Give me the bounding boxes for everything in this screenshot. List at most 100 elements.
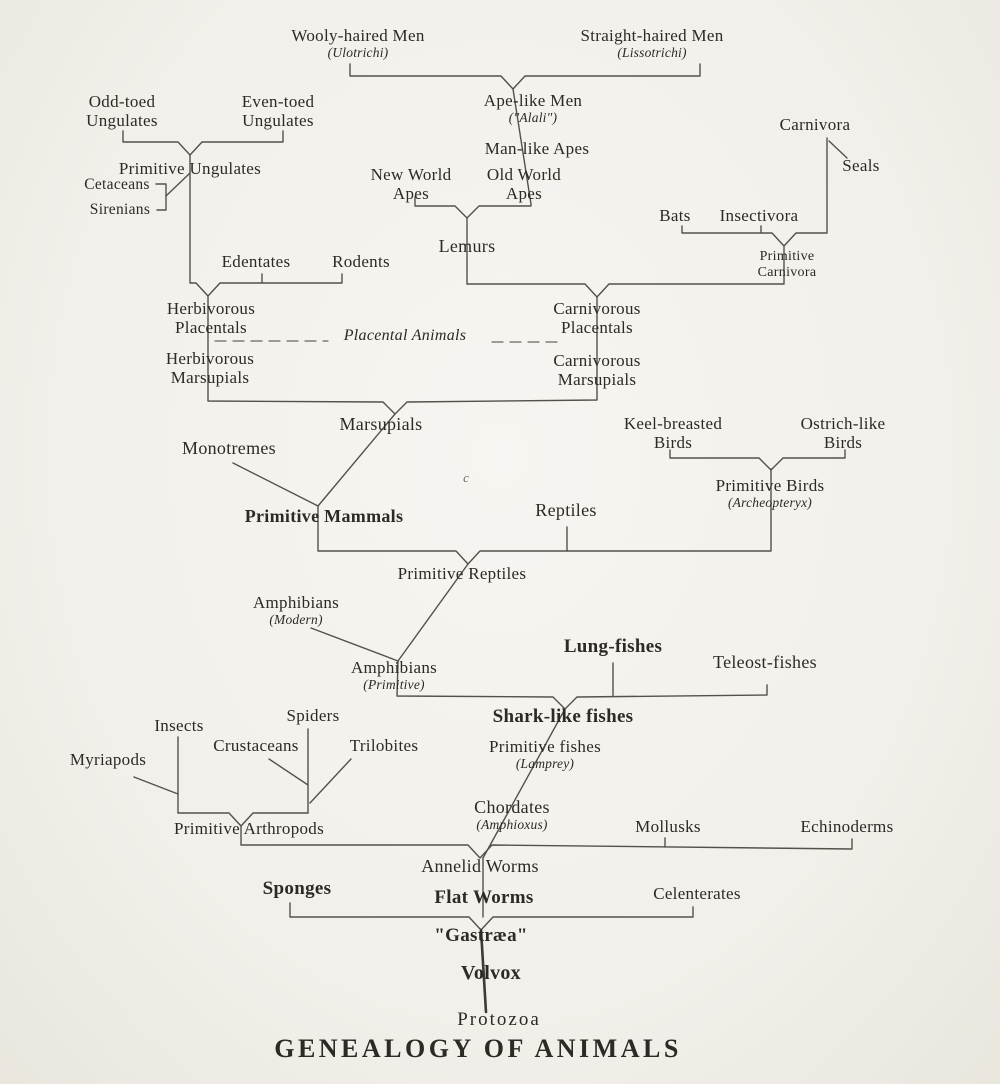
node-keel-breasted-birds-label: Keel-breasted Birds [623, 414, 723, 453]
edge-amphibians-modern-branch [310, 627, 399, 662]
node-amphibians-primitive-label: Amphibians [350, 658, 438, 677]
node-primitive-birds-label: Primitive Birds [715, 476, 825, 495]
edge-fishes-row [396, 660, 768, 710]
node-man-like-apes-label: Man-like Apes [484, 139, 590, 158]
node-insects-label: Insects [154, 716, 204, 735]
node-straight-haired-men-sub: (Lissotrichi) [617, 45, 687, 61]
edge-humans-bracket [349, 63, 701, 90]
edge-cetaceans-branch [165, 172, 191, 197]
node-cetaceans-label: Cetaceans [84, 176, 150, 193]
node-volvox: Volvox [461, 962, 521, 984]
node-straight-haired-men: Straight-haired Men(Lissotrichi) [580, 26, 723, 61]
node-lemurs-label: Lemurs [438, 236, 496, 256]
edge-crustaceans-branch [268, 758, 309, 786]
node-amphibians-modern-label: Amphibians [252, 593, 340, 612]
node-trilobites: Trilobites [350, 736, 419, 755]
edge-root-trunk [479, 928, 488, 1014]
edge-placental-row [466, 246, 785, 298]
node-marsupials-label: Marsupials [339, 414, 423, 434]
node-old-world-apes: Old World Apes [487, 165, 561, 203]
node-chordates: Chordates(Amphioxus) [474, 797, 550, 833]
node-keel-breasted-birds: Keel-breasted Birds [624, 414, 722, 452]
node-trilobites-label: Trilobites [349, 736, 419, 755]
node-even-toed-ungulates: Even-toed Ungulates [242, 92, 315, 130]
edge-monotremes-branch [232, 462, 319, 507]
node-mollusks-label: Mollusks [635, 817, 701, 836]
node-seals: Seals [842, 156, 879, 175]
node-ape-like-men: Ape-like Men("Alali") [484, 91, 583, 126]
node-monotremes-label: Monotremes [182, 438, 276, 458]
node-ape-like-men-label: Ape-like Men [483, 91, 583, 110]
node-cetaceans: Cetaceans [84, 176, 150, 193]
node-flat-worms-label: Flat Worms [434, 887, 534, 908]
node-amphibians-modern-sub: (Modern) [269, 612, 323, 628]
node-myriapods: Myriapods [70, 750, 146, 769]
node-echinoderms: Echinoderms [801, 817, 894, 836]
node-ostrich-like-birds: Ostrich-like Birds [801, 414, 886, 452]
node-primitive-fishes-sub: (Lamprey) [515, 756, 575, 772]
edge-trilobites-branch [309, 758, 352, 804]
node-shark-like-fishes-label: Shark-like fishes [492, 706, 634, 727]
node-bats-label: Bats [659, 206, 691, 225]
figure-title: GENEALOGY OF ANIMALS [274, 1034, 682, 1063]
node-celenterates-label: Celenterates [653, 884, 741, 903]
node-herbivorous-placentals-label: Herbivorous Placentals [166, 299, 256, 338]
node-straight-haired-men-label: Straight-haired Men [580, 26, 724, 45]
node-amphibians-primitive-sub: (Primitive) [363, 677, 425, 693]
edge-seals-branch [828, 140, 848, 159]
node-ostrich-like-birds-label: Ostrich-like Birds [800, 414, 886, 453]
node-myriapods-label: Myriapods [69, 750, 147, 769]
node-sponges: Sponges [263, 878, 332, 899]
node-even-toed-ungulates-label: Even-toed Ungulates [241, 92, 315, 131]
stray-c-mark: c [463, 470, 469, 485]
edge-ungulates-bracket [122, 130, 284, 156]
node-sirenians-label: Sirenians [89, 201, 151, 218]
node-celenterates: Celenterates [653, 884, 741, 903]
node-insectivora: Insectivora [720, 206, 799, 225]
edge-apemen-trunk [512, 88, 532, 205]
node-protozoa: Protozoa [457, 1009, 541, 1030]
node-lung-fishes-label: Lung-fishes [563, 636, 663, 657]
node-new-world-apes-label: New World Apes [370, 165, 452, 204]
node-rodents: Rodents [332, 252, 390, 271]
node-primitive-birds-sub: (Archeopteryx) [727, 495, 812, 511]
node-bats: Bats [659, 206, 690, 225]
node-marsupials: Marsupials [340, 414, 423, 434]
node-crustaceans: Crustaceans [213, 736, 298, 755]
node-volvox-label: Volvox [461, 962, 521, 984]
edge-primitive-reptiles-branch [397, 563, 469, 662]
node-flat-worms: Flat Worms [434, 887, 533, 908]
node-reptiles-label: Reptiles [535, 500, 597, 520]
node-herbivorous-marsupials-label: Herbivorous Marsupials [165, 349, 255, 388]
node-reptiles: Reptiles [535, 500, 596, 520]
edge-carnivora-trunk [681, 137, 828, 247]
node-spiders-label: Spiders [286, 706, 340, 725]
node-spiders: Spiders [286, 706, 339, 725]
node-old-world-apes-label: Old World Apes [486, 165, 562, 204]
node-seals-label: Seals [842, 156, 880, 175]
node-monotremes: Monotremes [182, 438, 276, 458]
placental-animals-divider-label: Placental Animals [344, 327, 467, 345]
node-chordates-sub: (Amphioxus) [476, 817, 548, 833]
edge-myriapods-branch [133, 776, 179, 795]
node-echinoderms-label: Echinoderms [800, 817, 894, 836]
node-primitive-birds: Primitive Birds(Archeopteryx) [716, 476, 825, 511]
placental-animals-text: Placental Animals [343, 327, 467, 344]
node-lemurs: Lemurs [439, 236, 496, 256]
node-primitive-mammals-label: Primitive Mammals [244, 506, 404, 526]
node-primitive-fishes-label: Primitive fishes [489, 737, 601, 756]
node-carnivora-label: Carnivora [779, 115, 851, 134]
edge-marsupials-branch [317, 413, 396, 507]
node-primitive-arthropods-label: Primitive Arthropods [173, 819, 325, 838]
node-herbivorous-placentals: Herbivorous Placentals [167, 299, 255, 337]
node-herbivorous-marsupials: Herbivorous Marsupials [166, 349, 254, 387]
node-carnivora: Carnivora [780, 115, 851, 134]
node-protozoa-label: Protozoa [457, 1009, 541, 1030]
edge-herbivorous-trunk [207, 295, 598, 415]
node-wooly-haired-men-label: Wooly-haired Men [291, 26, 425, 45]
node-man-like-apes: Man-like Apes [485, 139, 589, 158]
node-odd-toed-ungulates-label: Odd-toed Ungulates [86, 92, 158, 131]
node-primitive-carnivora-label: Primitive Carnivora [757, 249, 817, 280]
